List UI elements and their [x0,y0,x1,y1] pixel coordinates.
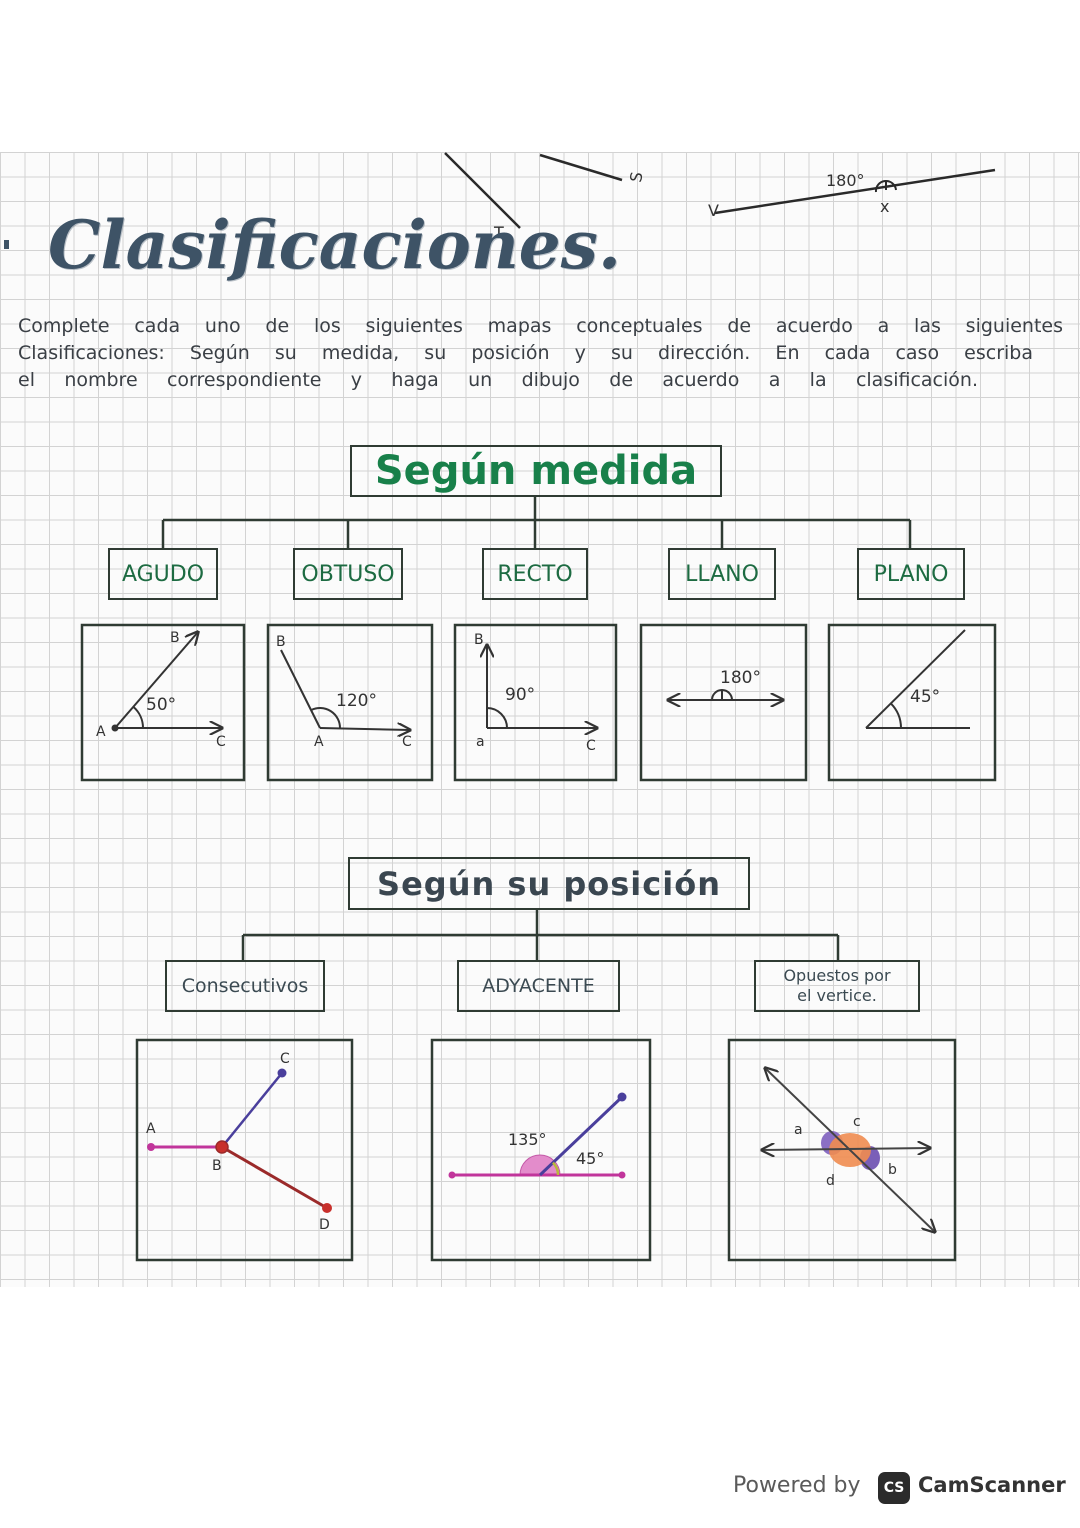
llano-drawing [668,689,783,700]
agudo-vertex-dot [111,724,119,732]
measure-frames [80,623,997,782]
category-obtuso: OBTUSO [293,548,403,600]
obtuso-angle-arc [311,707,341,729]
consecutivos-point-a [147,1143,155,1151]
opuestos-label-d: d [826,1173,835,1189]
recto-point-b-label: B [474,632,484,648]
opuestos-horizontal-line [762,1148,930,1150]
frame-adyacente [430,1038,652,1262]
page-title: Clasificaciones. [48,206,621,284]
category-plano: PLANO [857,548,965,600]
sketch-line-t [444,152,521,229]
category-opuestos: Opuestos por el vertice. [754,960,920,1012]
opuestos-label-a: a [794,1122,803,1138]
camscanner-brand: CamScanner [918,1473,1066,1497]
frame-opuestos [727,1038,957,1262]
consecutivos-label-a: A [146,1121,156,1137]
category-consecutivos: Consecutivos [165,960,325,1012]
plano-angle-arc [889,702,902,729]
title-bullet [4,240,9,249]
frame-consecutivos [135,1038,354,1262]
frame-recto [453,623,618,782]
plano-drawing [865,629,970,729]
consecutivos-point-b [215,1140,229,1154]
category-recto: RECTO [482,548,588,600]
obtuso-ray-c [319,728,410,730]
agudo-drawing [114,632,222,729]
opuestos-label-c: c [853,1114,861,1130]
adyacente-angle-135: 135° [508,1130,547,1149]
agudo-angle-arc [132,706,144,729]
agudo-point-b-label: B [170,630,180,646]
obtuso-ray-b [280,649,321,729]
llano-angle-label: 180° [720,668,761,688]
obtuso-vertex-label: A [314,734,324,750]
measure-map-heading: Según medida [350,445,722,497]
agudo-point-c-label: C [216,734,226,750]
top-sketch [444,152,996,229]
consecutivos-label-b: B [212,1158,222,1174]
recto-angle-label: 90° [505,685,535,705]
instructions-line-2: Clasificaciones: Según su medida, su pos… [18,342,1033,364]
plano-angle-label: 45° [910,687,940,707]
agudo-angle-label: 50° [146,695,176,715]
position-frames [135,1038,957,1262]
consecutivos-label-c: C [280,1051,290,1067]
recto-vertex-label: a [476,734,485,750]
adyacente-angle-45: 45° [576,1149,604,1168]
frame-llano [639,623,808,782]
category-opuestos-text: Opuestos por el vertice. [783,966,890,1006]
position-map-connectors [241,910,840,960]
sketch-label-s: S [626,170,646,183]
category-adyacente: ADYACENTE [457,960,620,1012]
adyacente-135-region [519,1154,561,1176]
adyacente-ray-dot [617,1092,627,1102]
category-llano: LLANO [668,548,776,600]
adyacente-left-dot [448,1171,456,1179]
obtuso-drawing [280,649,410,730]
instructions-line-3: el nombre correspondiente y haga un dibu… [18,369,978,391]
sketch-angle-label: 180° [826,171,865,190]
position-map-heading: Según su posición [348,857,750,910]
consecutivos-point-c [277,1068,287,1078]
category-opuestos-line-1: Opuestos por [783,966,891,985]
obtuso-point-c-label: C [402,734,412,750]
recto-point-c-label: C [586,738,596,754]
sketch-label-v: V [708,201,719,220]
obtuso-point-b-label: B [276,634,286,650]
agudo-ray-b [114,632,198,729]
camscanner-logo-icon: CS [878,1472,910,1504]
plano-ray-diagonal [865,629,966,729]
frame-obtuso [266,623,434,782]
recto-drawing [487,645,597,728]
obtuso-angle-label: 120° [336,691,377,711]
sketch-angle-arc [874,180,897,193]
recto-angle-arc [486,707,508,729]
adyacente-45-arc [552,1161,560,1176]
powered-by-text: Powered by [733,1473,861,1498]
instructions-line-1: Complete cada uno de los siguientes mapa… [18,315,1063,337]
sketch-line-v [714,168,996,215]
consecutivos-segment-bd [221,1145,328,1210]
consecutivos-segment-bc [221,1072,283,1148]
consecutivos-point-d [322,1203,332,1213]
measure-map-connectors [161,497,912,548]
adyacente-right-dot [618,1171,626,1179]
frame-plano [827,623,997,782]
opuestos-label-b: b [888,1162,897,1178]
sketch-line-s [539,153,623,182]
consecutivos-label-d: D [319,1217,330,1233]
sketch-label-x: x [880,197,889,216]
sketch-label-t: T [493,223,504,242]
frame-agudo [80,623,246,782]
category-opuestos-line-2: el vertice. [797,986,877,1005]
category-agudo: AGUDO [108,548,218,600]
agudo-vertex-label: A [96,724,106,740]
